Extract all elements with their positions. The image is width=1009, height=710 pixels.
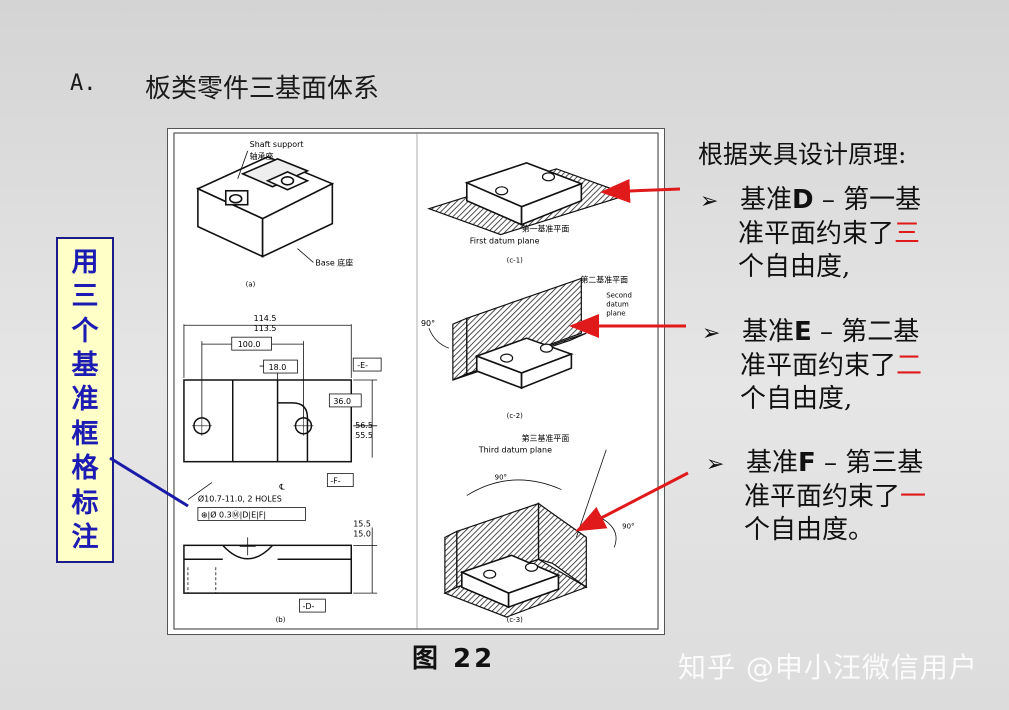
side-label-box: 用 三 个 基 准 框 格 标 注 bbox=[56, 237, 114, 563]
label-c2: (c-2) bbox=[507, 412, 523, 420]
section-title-text: 板类零件三基面体系 bbox=[145, 74, 380, 104]
second-plane-3: plane bbox=[606, 309, 625, 317]
part-isometric-a bbox=[195, 156, 335, 258]
datum-plane-third bbox=[443, 502, 588, 618]
datum-d: -D- bbox=[302, 602, 314, 611]
side-label-char: 个 bbox=[71, 315, 99, 347]
dim-55-5: 55.5 bbox=[355, 431, 373, 440]
datum-plane-second bbox=[452, 277, 587, 390]
side-label-char: 基 bbox=[71, 350, 99, 382]
side-label-char: 注 bbox=[71, 522, 99, 554]
side-label-char: 用 bbox=[71, 246, 99, 278]
hole-note: Ø10.7-11.0, 2 HOLES bbox=[198, 494, 282, 504]
principle-heading: 根据夹具设计原理: bbox=[698, 140, 907, 169]
watermark: 知乎 @申小汪微信用户 bbox=[678, 651, 978, 684]
datum-f: -F- bbox=[330, 477, 340, 486]
bullet-icon: ➢ bbox=[700, 189, 719, 214]
figure-caption: 图 22 bbox=[412, 644, 496, 674]
dof-count: 三 bbox=[894, 219, 921, 249]
datum-e: -E- bbox=[357, 361, 368, 370]
first-plane-cn: 第一基准平面 bbox=[522, 224, 570, 234]
side-label-char: 格 bbox=[71, 453, 99, 485]
third-plane-label: Third datum plane bbox=[478, 446, 552, 455]
engineering-drawing: Shaft support 轴承座 Base 底座 (a) 第一基准平面 Fir… bbox=[167, 128, 665, 635]
dof-count: 一 bbox=[900, 482, 927, 512]
dim-114-5: 114.5 bbox=[254, 314, 277, 323]
side-label-char: 准 bbox=[71, 384, 99, 416]
side-label-char: 框 bbox=[71, 418, 99, 450]
feature-control-frame: ⊕|Ø 0.3Ⓜ|D|E|F| bbox=[201, 509, 266, 519]
datum-item-e: ➢基准E – 第二基 准平面约束了二 个自由度, bbox=[702, 317, 923, 414]
second-plane-1: Second bbox=[606, 291, 632, 299]
dim-56-5: 56.5 bbox=[355, 421, 373, 430]
part-front-view bbox=[183, 527, 378, 594]
bullet-icon: ➢ bbox=[706, 452, 725, 477]
angle-90-c3a: 90° bbox=[495, 474, 507, 482]
dim-18: 18.0 bbox=[269, 363, 287, 372]
dim-36: 36.0 bbox=[333, 397, 351, 406]
datum-item-d: ➢基准D – 第一基 准平面约束了三 个自由度, bbox=[700, 185, 922, 282]
dim-15-5: 15.5 bbox=[353, 519, 371, 528]
base-label: Base 底座 bbox=[315, 257, 353, 267]
dim-15-0: 15.0 bbox=[353, 529, 371, 538]
label-a: (a) bbox=[246, 280, 256, 288]
first-plane-label: First datum plane bbox=[470, 237, 540, 246]
dim-113-5: 113.5 bbox=[254, 324, 277, 333]
label-b: (b) bbox=[276, 616, 286, 624]
part-top-view bbox=[183, 379, 353, 463]
datum-plane-first bbox=[427, 162, 631, 236]
shaft-support-label: Shaft support bbox=[250, 140, 304, 149]
section-title: A. 板类零件三基面体系 bbox=[70, 68, 379, 105]
shaft-support-cn: 轴承座 bbox=[250, 151, 274, 161]
dof-count: 二 bbox=[896, 351, 923, 381]
angle-90-c2: 90° bbox=[421, 319, 435, 328]
side-label-char: 三 bbox=[71, 281, 99, 313]
centerline-mark: ℄ bbox=[280, 483, 286, 492]
bullet-icon: ➢ bbox=[702, 321, 721, 346]
label-c3: (c-3) bbox=[507, 616, 523, 624]
section-number: A. bbox=[70, 71, 97, 96]
label-c1: (c-1) bbox=[507, 256, 523, 264]
second-plane-cn: 第二基准平面 bbox=[580, 274, 628, 284]
angle-90-c3b: 90° bbox=[622, 522, 634, 530]
second-plane-2: datum bbox=[606, 300, 629, 308]
side-label-char: 标 bbox=[71, 487, 99, 519]
dim-100: 100.0 bbox=[238, 340, 261, 349]
datum-item-f: ➢基准F – 第三基 准平面约束了一 个自由度。 bbox=[706, 448, 927, 545]
third-plane-cn: 第三基准平面 bbox=[522, 433, 570, 443]
